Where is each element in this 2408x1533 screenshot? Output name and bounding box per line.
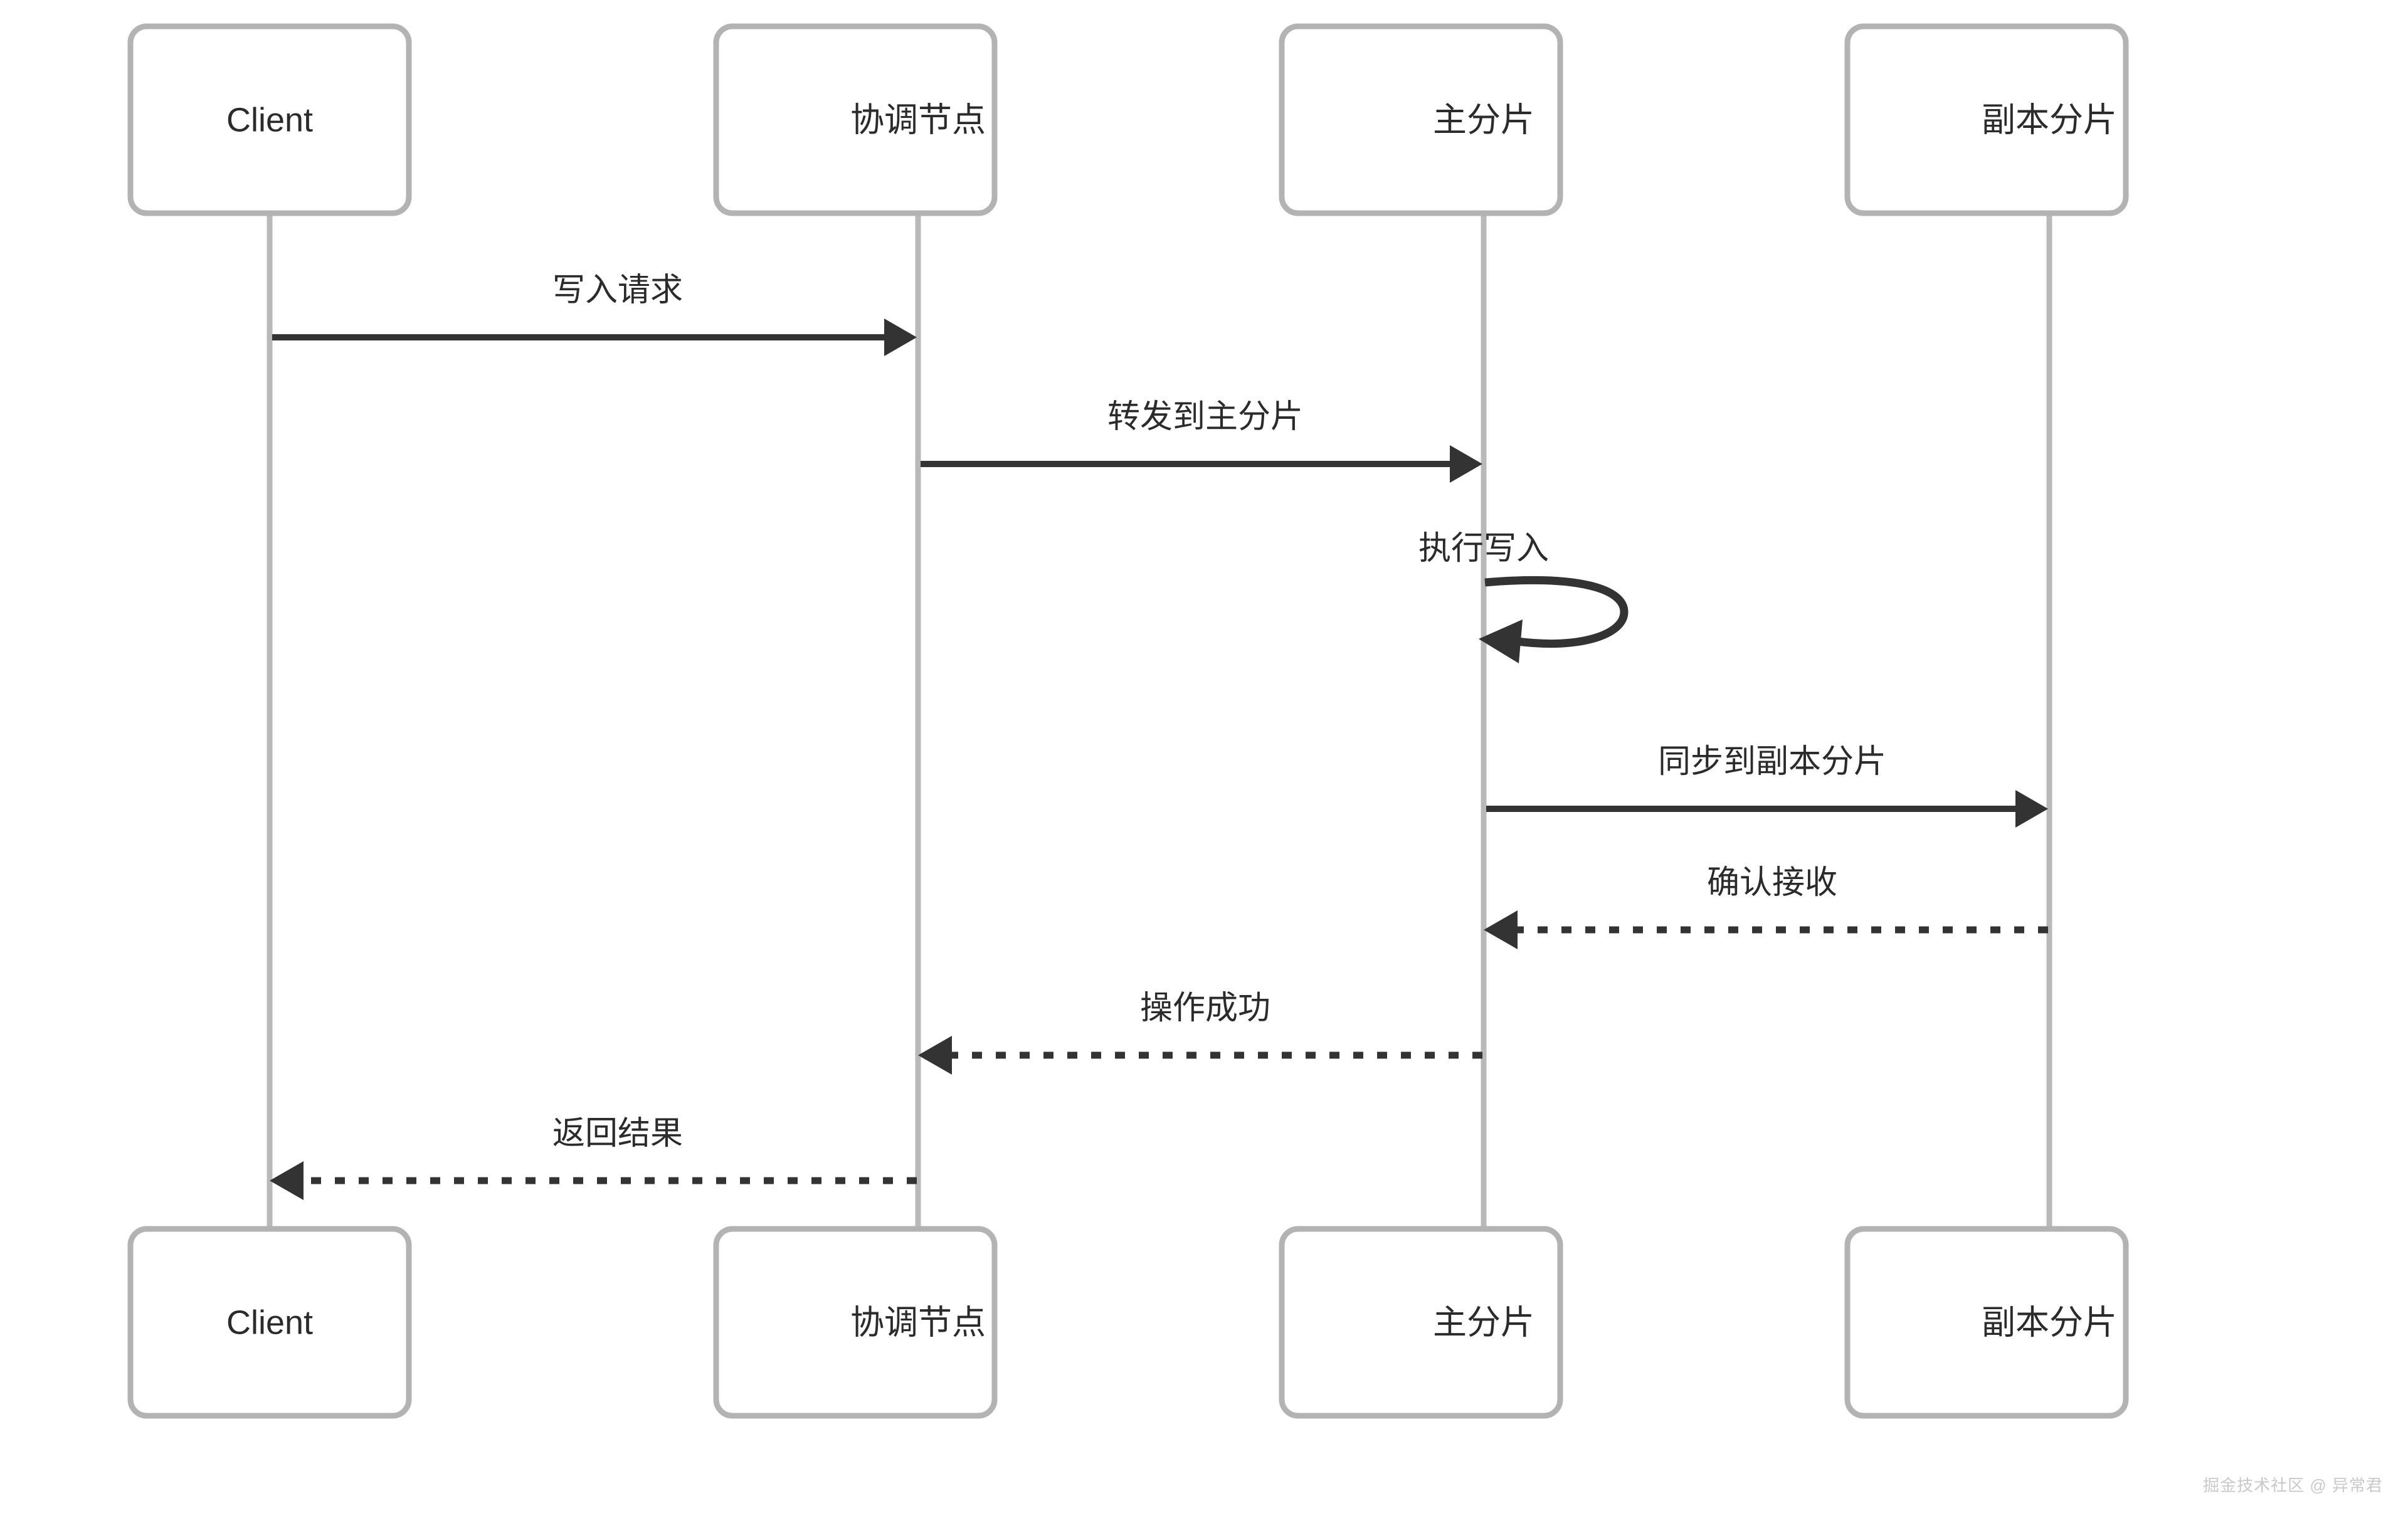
participant-label: 协调节点 <box>850 101 986 139</box>
message-label: 同步到副本分片 <box>1658 744 1886 780</box>
participant-top-primary[interactable]: 主分片 <box>1279 23 1563 216</box>
message-sync-to-replica[interactable]: 同步到副本分片 <box>1486 744 2048 828</box>
arrowhead-left <box>918 1036 952 1075</box>
participant-label: Client <box>226 101 313 139</box>
participant-bottom-client[interactable]: Client <box>127 1226 412 1419</box>
participant-box <box>127 1226 412 1419</box>
participant-box <box>713 23 998 216</box>
participant-label: 副本分片 <box>1982 1304 2117 1341</box>
message-label: 执行写入 <box>1418 530 1549 567</box>
participants-top: Client 协调节点 主分片 副本分片 <box>127 23 2129 216</box>
message-label: 转发到主分片 <box>1107 399 1303 435</box>
arrowhead-right <box>2015 790 2048 828</box>
message-execute-write[interactable]: 执行写入 <box>1418 530 1629 663</box>
participant-box <box>1844 1226 2129 1419</box>
participant-box <box>127 23 412 216</box>
participant-label: Client <box>226 1304 313 1341</box>
arrowhead-left <box>1484 910 1518 949</box>
participant-top-client[interactable]: Client <box>127 23 412 216</box>
participant-bottom-coordinator[interactable]: 协调节点 <box>713 1226 998 1419</box>
participant-bottom-primary[interactable]: 主分片 <box>1279 1226 1563 1419</box>
arrowhead-left <box>270 1161 304 1200</box>
participant-top-replica[interactable]: 副本分片 <box>1844 23 2129 216</box>
participant-label: 主分片 <box>1433 101 1534 139</box>
message-return-result[interactable]: 返回结果 <box>270 1115 917 1200</box>
participant-label: 协调节点 <box>850 1304 986 1341</box>
message-label: 写入请求 <box>552 272 683 308</box>
arrowhead-right <box>1450 445 1482 483</box>
participant-box <box>1844 23 2129 216</box>
message-operation-success[interactable]: 操作成功 <box>918 990 1482 1075</box>
watermark: 掘金技术社区 @ 异常君 <box>2203 1476 2383 1495</box>
message-forward-to-primary[interactable]: 转发到主分片 <box>921 399 1482 483</box>
participant-bottom-replica[interactable]: 副本分片 <box>1844 1226 2129 1419</box>
participant-box <box>1279 23 1563 216</box>
participant-box <box>1279 1226 1563 1419</box>
lifelines-group <box>267 213 2052 1230</box>
selfloop-path <box>1484 576 1629 648</box>
participant-label: 副本分片 <box>1982 101 2117 139</box>
message-label: 操作成功 <box>1140 990 1270 1026</box>
participant-top-coordinator[interactable]: 协调节点 <box>713 23 998 216</box>
participants-bottom: Client 协调节点 主分片 副本分片 <box>127 1226 2129 1419</box>
participant-label: 主分片 <box>1433 1304 1534 1341</box>
participant-box <box>713 1226 998 1419</box>
arrowhead-left <box>1479 619 1523 663</box>
message-label: 返回结果 <box>552 1115 683 1152</box>
arrowhead-right <box>884 319 917 356</box>
message-write-request[interactable]: 写入请求 <box>272 272 917 356</box>
message-acknowledge-receipt[interactable]: 确认接收 <box>1484 865 2048 949</box>
message-label: 确认接收 <box>1707 865 1837 901</box>
